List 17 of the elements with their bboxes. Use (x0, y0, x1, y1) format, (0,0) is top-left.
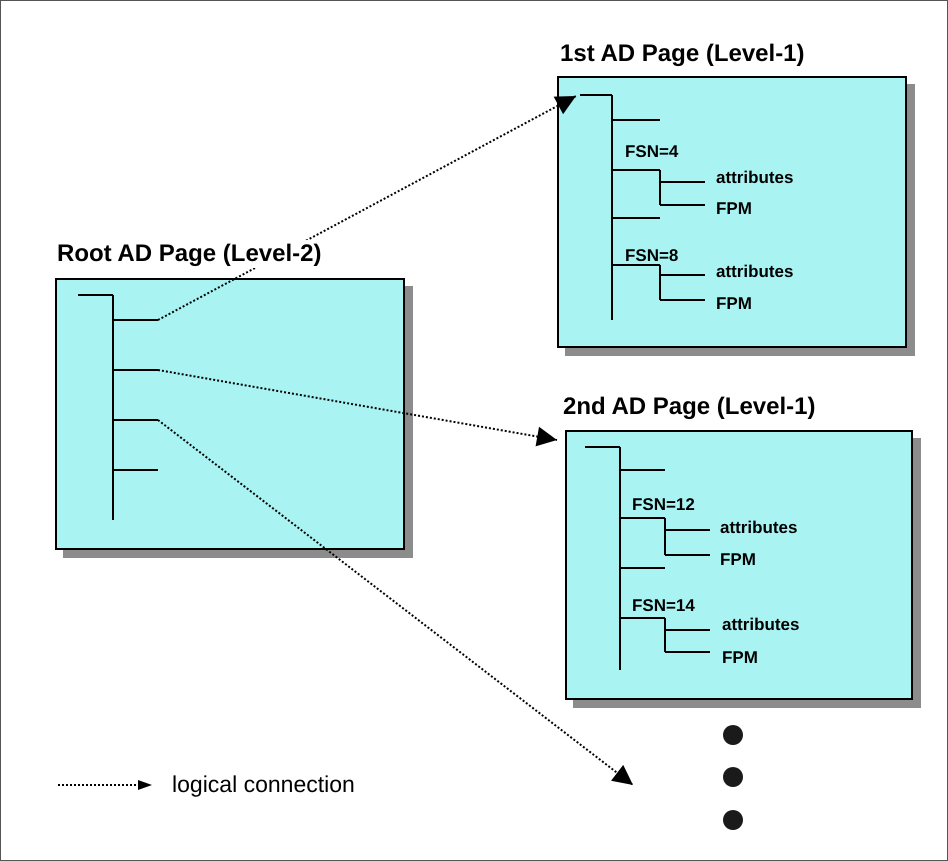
page-heading: Root AD Page (Level-2) (57, 240, 322, 268)
tree-label: attributes (720, 518, 798, 538)
tree-label: FPM (722, 648, 758, 668)
tree-label: FSN=14 (632, 596, 695, 616)
tree-label: attributes (716, 168, 794, 188)
dotted-arrow (157, 419, 634, 786)
tree-label: FPM (716, 199, 752, 219)
tree-label: FPM (716, 294, 752, 314)
tree-label: attributes (722, 615, 800, 635)
tree-label: FPM (720, 550, 756, 570)
tree-label: FSN=12 (632, 495, 695, 515)
dotted-arrow (158, 369, 558, 446)
dotted-arrow (158, 95, 576, 321)
tree-label: FSN=4 (625, 142, 678, 162)
legend-text: logical connection (172, 771, 355, 798)
tree-label: FSN=8 (625, 246, 678, 266)
tree-label: attributes (716, 262, 794, 282)
